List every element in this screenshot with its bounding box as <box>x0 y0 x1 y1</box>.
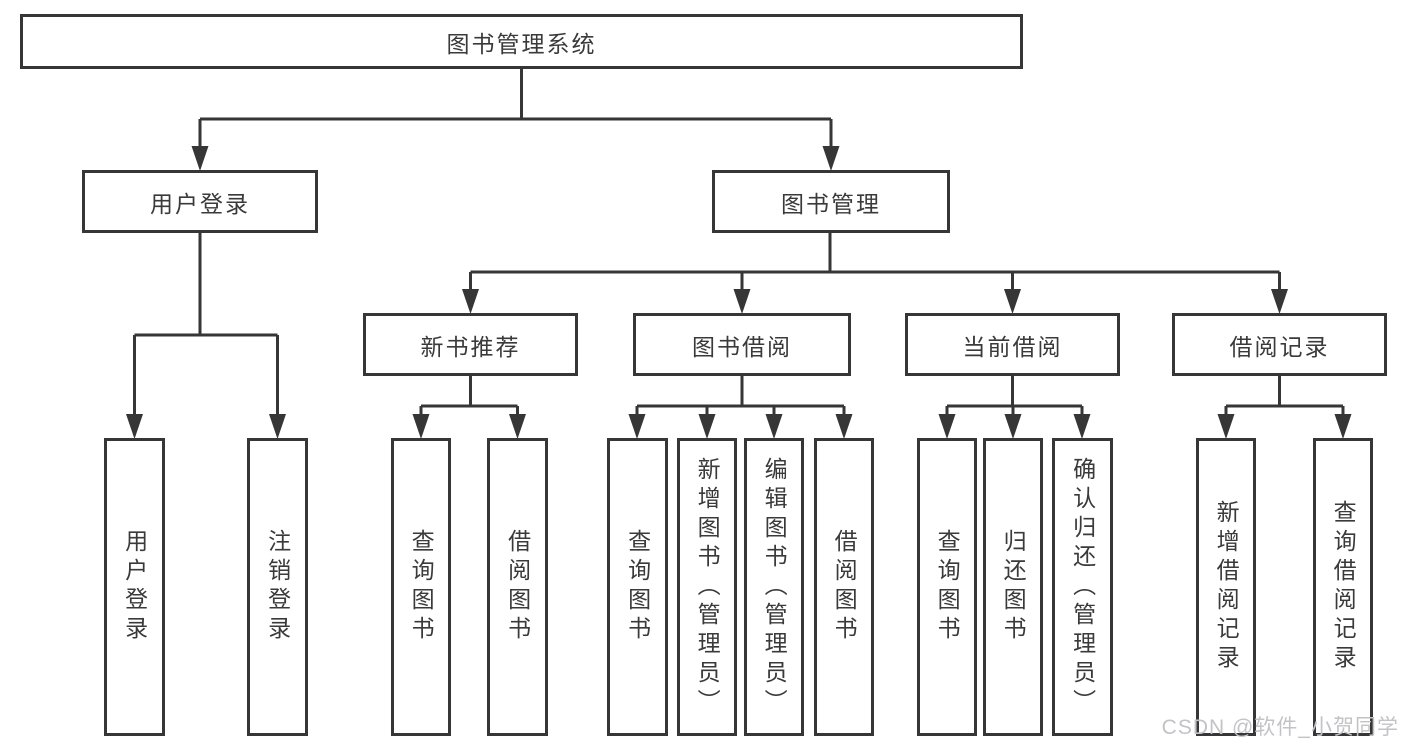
leaf-query-borrow-record: 查询借阅记录 <box>1313 438 1373 736</box>
node-new-book-recommend: 新书推荐 <box>363 313 578 376</box>
node-current-borrowing-label: 当前借阅 <box>962 333 1063 360</box>
connector-bookmgmt-to-level3 <box>469 233 1281 291</box>
leaf-logout-label: 注销登录 <box>264 529 291 645</box>
leaf-user-login: 用户登录 <box>104 438 165 736</box>
leaf-edit-books-admin: 编辑图书（管理员） <box>744 438 804 736</box>
leaf-return-books: 归还图书 <box>983 438 1043 736</box>
connector-borrowing-to-leaves <box>635 376 846 416</box>
connector-recommend-to-leaves <box>419 376 519 416</box>
node-new-book-recommend-label: 新书推荐 <box>420 333 521 360</box>
leaf-confirm-return-admin-label: 确认归还（管理员） <box>1069 456 1096 718</box>
node-borrowing-records: 借阅记录 <box>1172 313 1387 376</box>
node-current-borrowing: 当前借阅 <box>905 313 1120 376</box>
leaf-query-books-borrow: 查询图书 <box>607 438 668 736</box>
leaf-borrow-books-borrow-label: 借阅图书 <box>831 529 858 645</box>
connector-userlogin-to-leaves <box>133 233 279 416</box>
leaf-logout: 注销登录 <box>247 438 308 736</box>
connector-records-to-leaves <box>1224 376 1345 416</box>
leaf-add-borrow-record-label: 新增借阅记录 <box>1213 500 1240 674</box>
leaf-borrow-books-recommend-label: 借阅图书 <box>504 529 531 645</box>
arrowheads <box>126 146 1352 439</box>
node-book-borrowing: 图书借阅 <box>633 313 851 376</box>
node-borrowing-records-label: 借阅记录 <box>1229 333 1330 360</box>
leaf-add-books-admin-label: 新增图书（管理员） <box>694 456 721 718</box>
leaf-query-books-recommend: 查询图书 <box>391 438 451 736</box>
leaf-query-books-borrow-label: 查询图书 <box>624 529 651 645</box>
leaf-query-books-current: 查询图书 <box>917 438 977 736</box>
csdn-watermark: CSDN @软件_小贺同学 <box>1161 716 1399 739</box>
leaf-query-books-recommend-label: 查询图书 <box>408 529 435 645</box>
leaf-add-borrow-record: 新增借阅记录 <box>1196 438 1256 736</box>
node-book-management-module: 图书管理 <box>712 170 950 233</box>
leaf-borrow-books-recommend: 借阅图书 <box>487 438 548 736</box>
leaf-borrow-books-borrow: 借阅图书 <box>814 438 874 736</box>
node-library-system-label: 图书管理系统 <box>446 30 597 57</box>
connector-current-to-leaves <box>945 376 1084 416</box>
node-book-borrowing-label: 图书借阅 <box>692 333 792 360</box>
connector-root-to-level2 <box>198 69 833 148</box>
node-book-management-module-label: 图书管理 <box>781 190 881 217</box>
leaf-return-books-label: 归还图书 <box>1000 529 1027 645</box>
node-library-system: 图书管理系统 <box>20 14 1023 69</box>
node-user-login-module-label: 用户登录 <box>150 190 250 217</box>
leaf-user-login-label: 用户登录 <box>121 529 148 645</box>
node-user-login-module: 用户登录 <box>82 170 318 233</box>
leaf-confirm-return-admin: 确认归还（管理员） <box>1052 438 1113 736</box>
leaf-query-borrow-record-label: 查询借阅记录 <box>1330 500 1357 674</box>
leaf-add-books-admin: 新增图书（管理员） <box>677 438 737 736</box>
leaf-query-books-current-label: 查询图书 <box>934 529 961 645</box>
leaf-edit-books-admin-label: 编辑图书（管理员） <box>761 456 788 718</box>
